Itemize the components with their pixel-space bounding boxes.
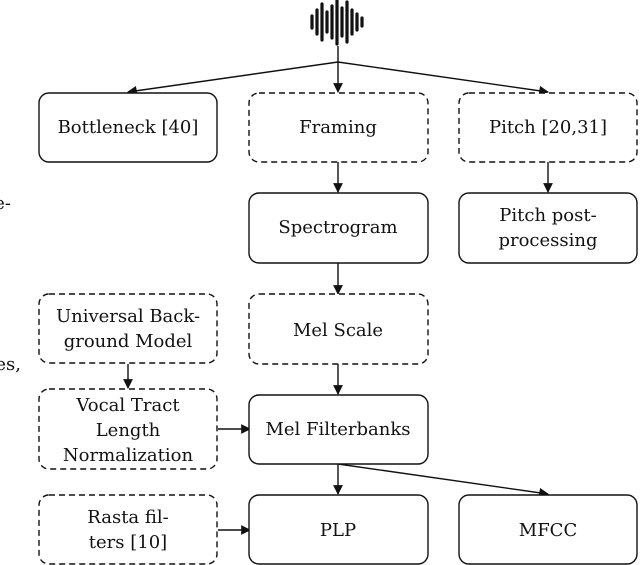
node-pitch-post: Pitch post- processing [458, 192, 638, 264]
waveform-icon [310, 0, 364, 46]
node-vtln-line-1: Vocal Tract [75, 395, 180, 416]
node-vtln: Vocal Tract Length Normalization [38, 388, 218, 470]
node-plp: PLP [248, 494, 429, 565]
edge-wave-bottleneck [127, 61, 339, 96]
node-plp-line-1: PLP [320, 520, 356, 541]
node-spectrogram-line-1: Spectrogram [278, 217, 397, 238]
node-spectrogram: Spectrogram [248, 192, 429, 264]
node-pitch: Pitch [20,31] [458, 92, 638, 163]
node-pitch-line-1: Pitch [20,31] [489, 117, 607, 138]
node-vtln-line-3: Normalization [63, 445, 194, 466]
node-mel-filterbanks: Mel Filterbanks [248, 394, 429, 465]
node-pitch-post-line-1: Pitch post- [499, 205, 596, 226]
node-mel-scale: Mel Scale [248, 293, 429, 365]
cropped-text-fragment-mid: es, [0, 354, 21, 375]
node-ubm-line-1: Universal Back- [56, 306, 200, 327]
node-mfcc: MFCC [458, 494, 638, 565]
node-pitch-post-line-2: processing [498, 230, 597, 251]
node-bottleneck-line-1: Bottleneck [40] [58, 117, 199, 138]
node-rasta-line-1: Rasta fil- [87, 507, 168, 528]
node-vtln-line-2: Length [96, 420, 161, 441]
node-rasta: Rasta fil- ters [10] [38, 494, 218, 565]
node-framing-line-1: Framing [299, 117, 377, 138]
node-ubm-line-2: ground Model [64, 331, 193, 352]
edge-wave-pitch [337, 61, 549, 96]
node-bottleneck: Bottleneck [40] [38, 92, 218, 163]
node-mel-scale-line-1: Mel Scale [293, 320, 383, 341]
edges [123, 46, 553, 535]
node-mel-filterbanks-line-1: Mel Filterbanks [265, 419, 410, 440]
node-ubm: Universal Back- ground Model [38, 293, 218, 364]
node-mfcc-line-1: MFCC [519, 520, 577, 541]
node-framing: Framing [248, 92, 429, 163]
cropped-text-fragment-top: e- [0, 193, 11, 214]
node-rasta-line-2: ters [10] [89, 532, 167, 553]
edge-melfilterbanks-mfcc [337, 463, 549, 498]
